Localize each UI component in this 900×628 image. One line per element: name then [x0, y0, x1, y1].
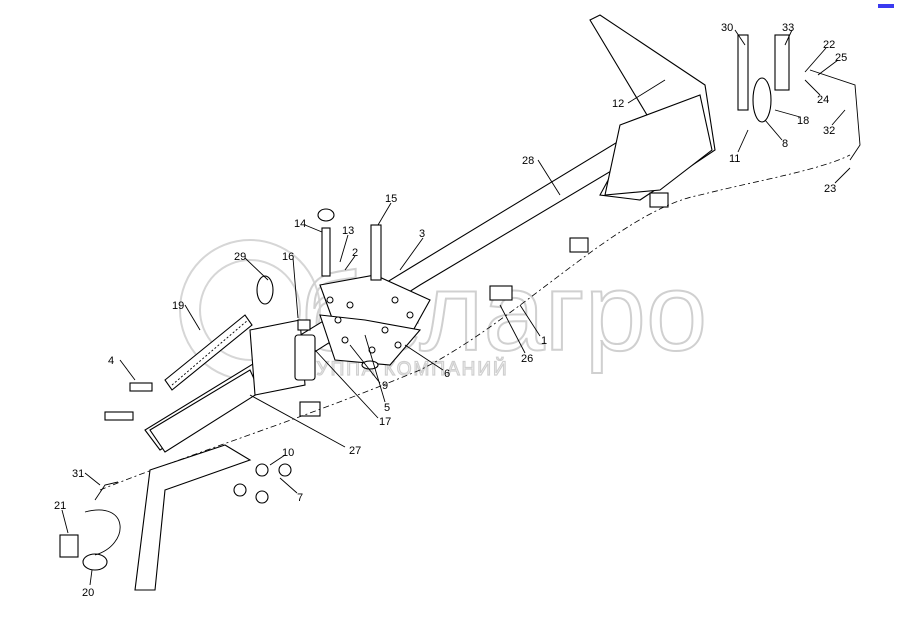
callout-3: 3 [419, 228, 425, 240]
callout-24: 24 [817, 94, 829, 106]
callout-10: 10 [282, 447, 294, 459]
corner-mark [878, 4, 894, 8]
drawbar-frame [144, 14, 716, 453]
callout-32: 32 [823, 125, 835, 137]
callout-31: 31 [72, 468, 84, 480]
callout-17: 17 [379, 416, 391, 428]
callout-12: 12 [612, 98, 624, 110]
callout-27: 27 [349, 445, 361, 457]
hose-assembly [59, 69, 861, 591]
callout-28: 28 [522, 155, 534, 167]
turntable-plates [319, 274, 431, 370]
callout-20: 20 [82, 587, 94, 599]
callout-23: 23 [824, 183, 836, 195]
callout-19: 19 [172, 300, 184, 312]
pins [294, 34, 790, 381]
callout-22: 22 [823, 39, 835, 51]
callout-8: 8 [782, 138, 788, 150]
callout-29: 29 [234, 251, 246, 263]
callout-9: 9 [382, 380, 388, 392]
clamps [104, 192, 669, 421]
callout-25: 25 [835, 52, 847, 64]
callout-14: 14 [294, 218, 306, 230]
callout-11: 11 [729, 153, 740, 165]
watermark-subtitle: ГРУППА КОМПАНИЙ [290, 358, 509, 380]
callout-26: 26 [521, 353, 533, 365]
callout-30: 30 [721, 22, 733, 34]
callout-18: 18 [797, 115, 809, 127]
callout-2: 2 [352, 247, 358, 259]
callout-4: 4 [108, 355, 114, 367]
callout-6: 6 [444, 368, 450, 380]
callout-15: 15 [385, 193, 397, 205]
callout-16: 16 [282, 251, 294, 263]
callout-7: 7 [297, 492, 303, 504]
spring [164, 275, 274, 391]
callout-5: 5 [384, 402, 390, 414]
callout-1: 1 [541, 335, 547, 347]
callout-33: 33 [782, 22, 794, 34]
callout-labels: 30 33 22 25 24 18 8 32 11 12 23 28 15 3 … [54, 22, 847, 599]
callout-21: 21 [54, 500, 66, 512]
leader-lines [61, 29, 851, 586]
callout-13: 13 [342, 225, 354, 237]
